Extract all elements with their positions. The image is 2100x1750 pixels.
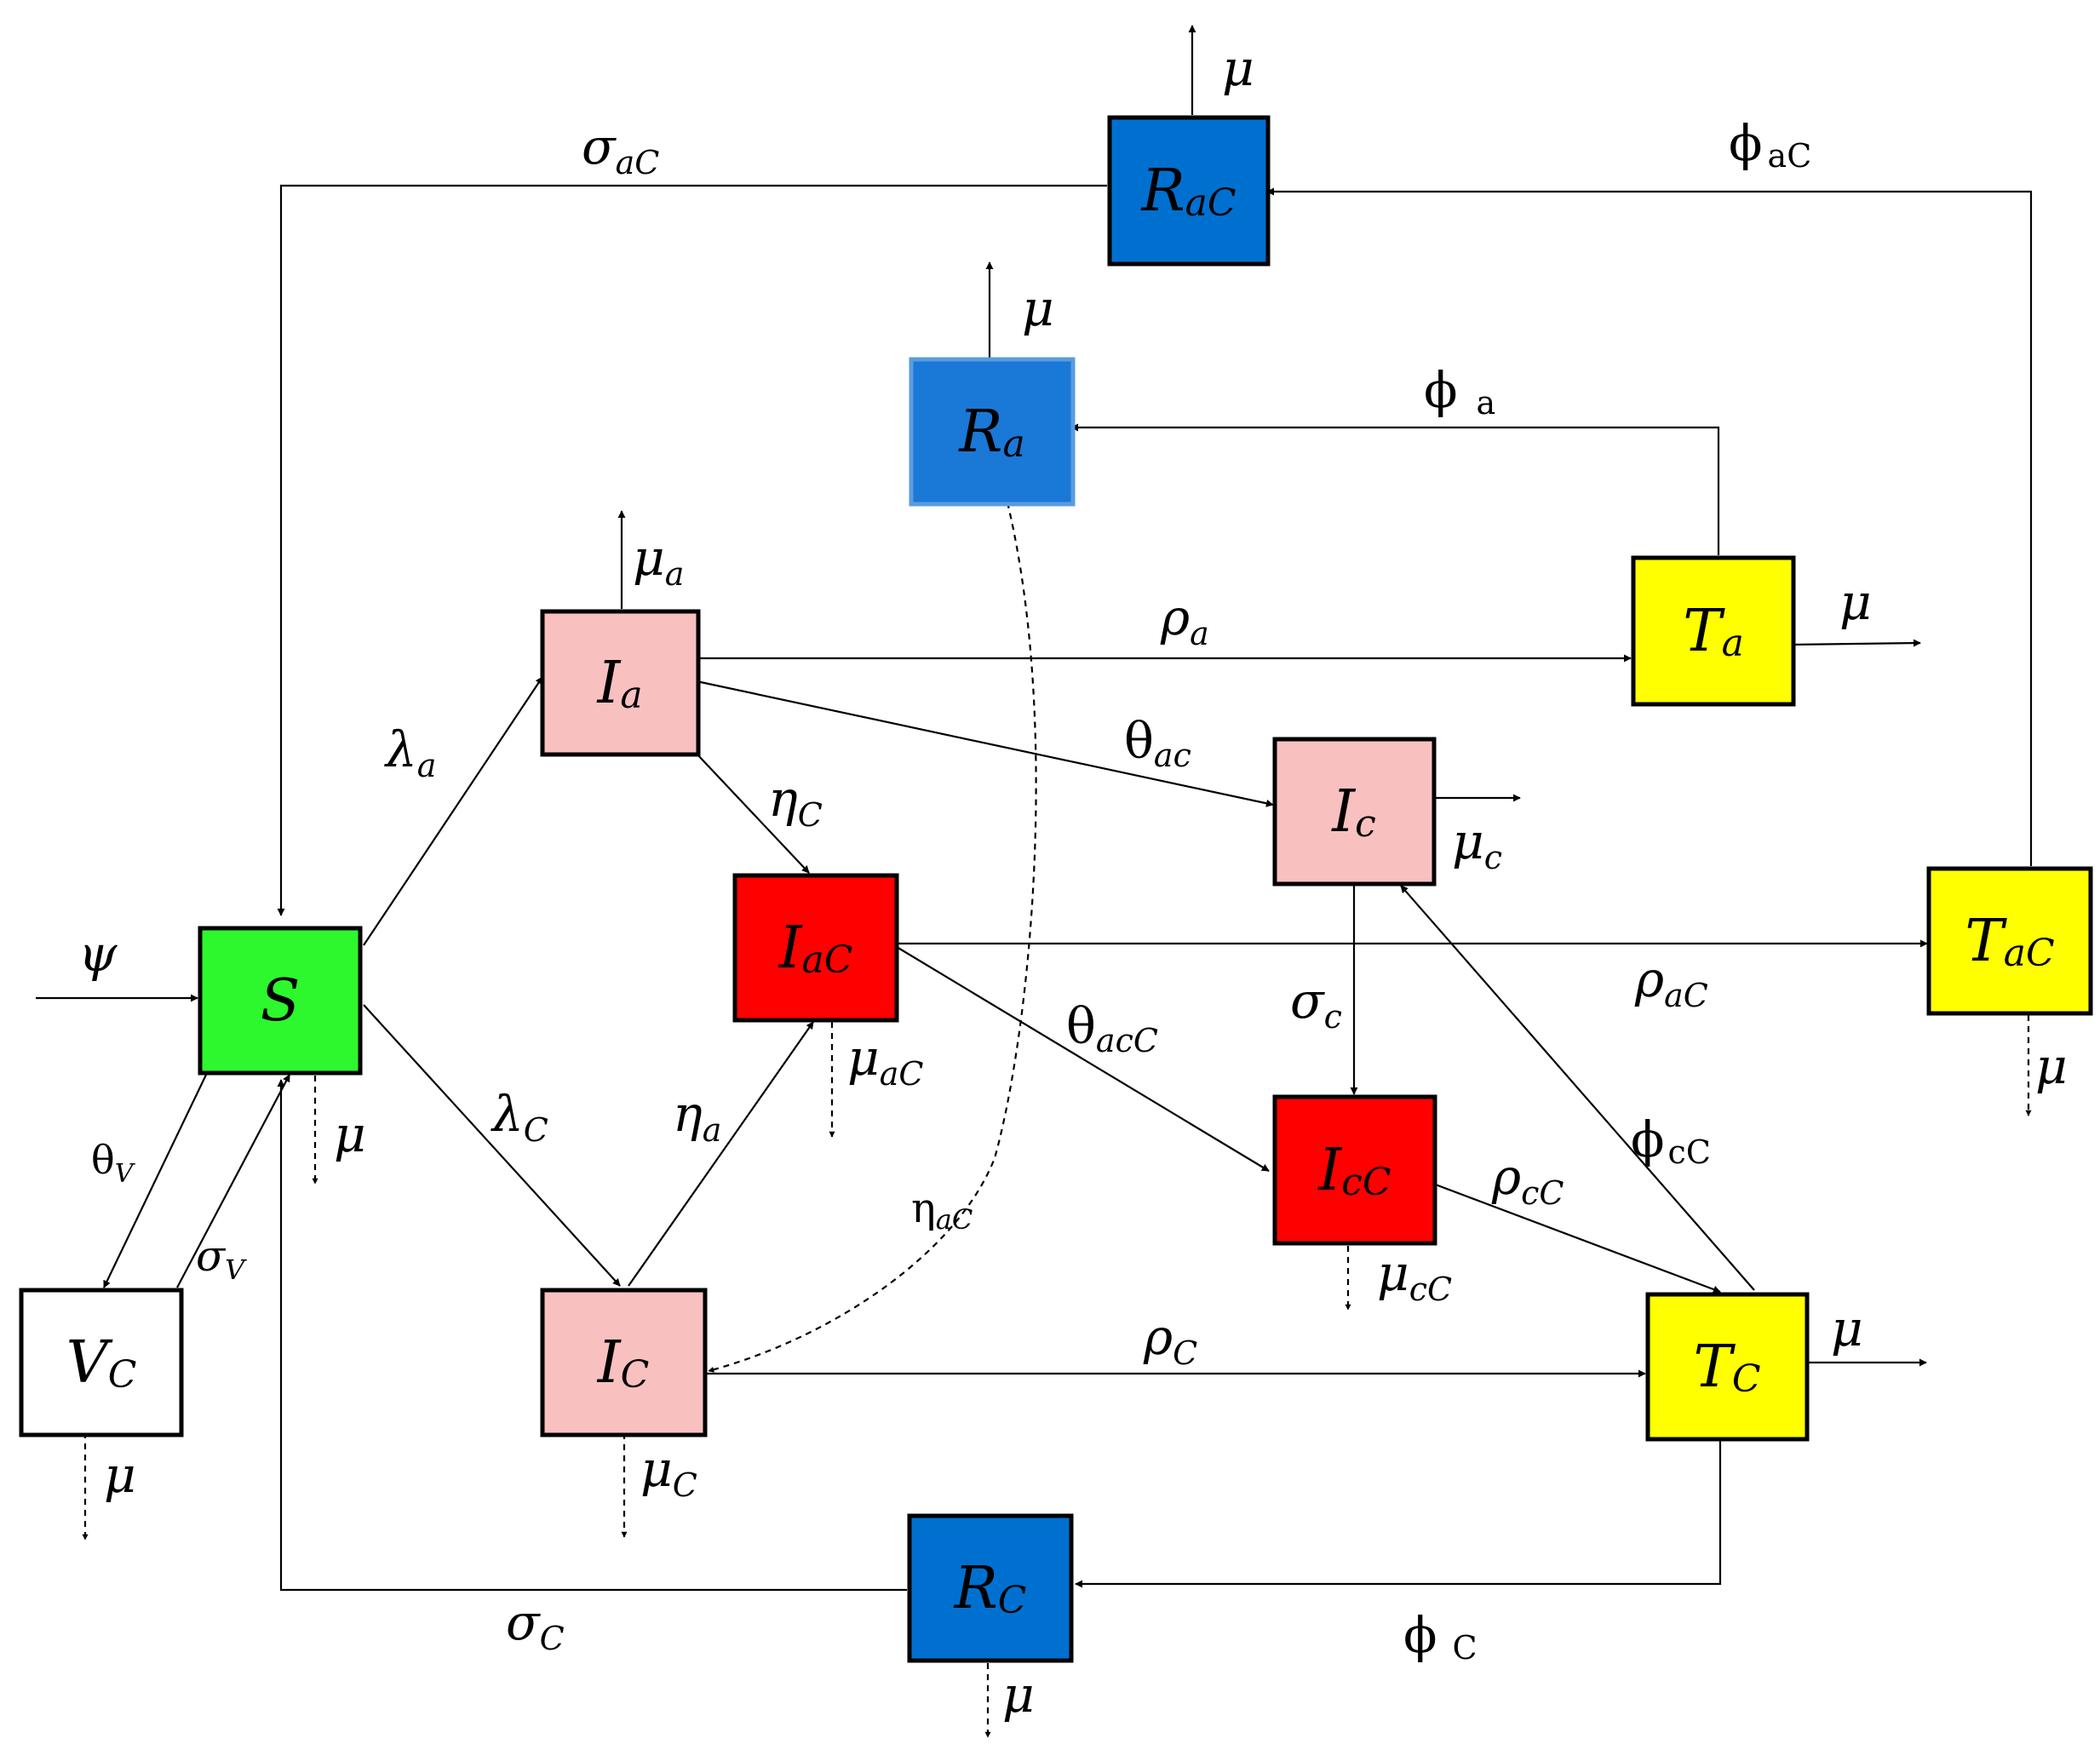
flow-Ta-to-Ra: [1070, 423, 1720, 555]
node-label: IC: [596, 1329, 650, 1397]
label-mu-cC: μcC: [1377, 1244, 1452, 1308]
label-eta-a: ηa: [673, 1085, 721, 1149]
label-mu-Vc: μ: [104, 1446, 136, 1504]
node-label: VC: [66, 1329, 137, 1397]
flow-S-to-Ia: [363, 676, 543, 946]
flow-Ia-to-Ic: [696, 680, 1274, 807]
label-mu-TaC: μ: [2035, 1037, 2068, 1095]
node-IcC: IcC: [1272, 1094, 1437, 1246]
flow-IC-to-IaC: [628, 1021, 814, 1287]
label-mu-Ta: μ: [1839, 573, 1872, 631]
node-RC: RC: [907, 1513, 1074, 1663]
label-rho-aC: ρaC: [1634, 950, 1708, 1014]
label-mu-c: μc: [1452, 812, 1502, 876]
label-sigma-aC: σaC: [582, 118, 659, 181]
node-label: Ta: [1683, 598, 1744, 665]
edges: [36, 25, 2033, 1738]
node-RaC: RaC: [1107, 115, 1271, 267]
flow-Ta-death: [1790, 639, 1921, 647]
label-mu-C: μC: [640, 1440, 697, 1504]
label-mu-S: μ: [334, 1105, 366, 1163]
label-mu-aC: μaC: [847, 1029, 923, 1093]
node-label: IaC: [777, 915, 853, 982]
label-mu-a: μa: [633, 529, 684, 593]
flow-S-to-Vc: [103, 1072, 208, 1288]
node-label: RC: [953, 1555, 1027, 1622]
flow-TC-to-Ic: [1400, 885, 1755, 1291]
label-sigma-V: σV: [196, 1231, 247, 1286]
node-TaC: TaC: [1926, 866, 2093, 1016]
label-mu-RC: μ: [1002, 1666, 1035, 1724]
label-sigma-C: σC: [506, 1593, 565, 1657]
flow-IaC-to-IcC: [896, 946, 1270, 1172]
label-mu-RaC: μ: [1222, 39, 1254, 97]
label-sigma-c: σc: [1290, 972, 1342, 1036]
label-eta-aC: ηaC: [911, 1185, 973, 1236]
flow-RaC-to-S: [277, 184, 1107, 916]
label-theta-acC: θacC: [1066, 997, 1158, 1059]
label-theta-V: θV: [91, 1137, 136, 1189]
flow-S-to-IC: [363, 1004, 621, 1287]
flow-Ra-to-IC: [708, 502, 1037, 1373]
label-theta-ac: θac: [1124, 712, 1191, 774]
label-rho-a: ρa: [1160, 588, 1209, 652]
label-mu-TC: μ: [1831, 1300, 1863, 1357]
node-label: S: [261, 967, 301, 1035]
flow-TC-to-RC: [1075, 1439, 1722, 1588]
label-eta-C: ηC: [768, 770, 823, 834]
node-TC: TC: [1645, 1292, 1810, 1442]
node-label: TC: [1693, 1334, 1760, 1401]
node-Vc: VC: [19, 1288, 184, 1437]
node-S: S: [198, 926, 363, 1076]
nodes: S VC Ia IC IaC Ic IcC RaC: [19, 115, 2093, 1663]
flow-TaC-to-RaC: [1266, 187, 2033, 866]
label-lambda-a: λa: [384, 720, 436, 784]
node-Ra: Ra: [909, 357, 1076, 507]
node-label: Ic: [1330, 778, 1376, 846]
flow-RC-to-S: [277, 1079, 907, 1592]
node-label: RaC: [1139, 158, 1236, 225]
node-label: IcC: [1317, 1137, 1391, 1204]
node-Ta: Ta: [1631, 555, 1796, 707]
node-label: Ia: [595, 650, 642, 717]
flow-Vc-to-S: [176, 1074, 290, 1288]
node-label: Ra: [957, 399, 1024, 466]
label-rho-C: ρC: [1143, 1308, 1197, 1372]
flow-Ia-to-IaC: [696, 753, 810, 874]
label-mu-Ra: μ: [1022, 279, 1054, 337]
node-IC: IC: [540, 1288, 708, 1437]
label-rho-cC: ρcC: [1491, 1148, 1564, 1212]
label-lambda-C: λC: [491, 1085, 548, 1149]
node-label: TaC: [1965, 908, 2054, 975]
node-Ia: Ia: [540, 609, 701, 757]
label-psi: ψ: [78, 925, 118, 983]
node-Ic: Ic: [1272, 737, 1437, 886]
flow-IcC-to-TC: [1432, 1182, 1721, 1294]
node-IaC: IaC: [732, 873, 899, 1023]
